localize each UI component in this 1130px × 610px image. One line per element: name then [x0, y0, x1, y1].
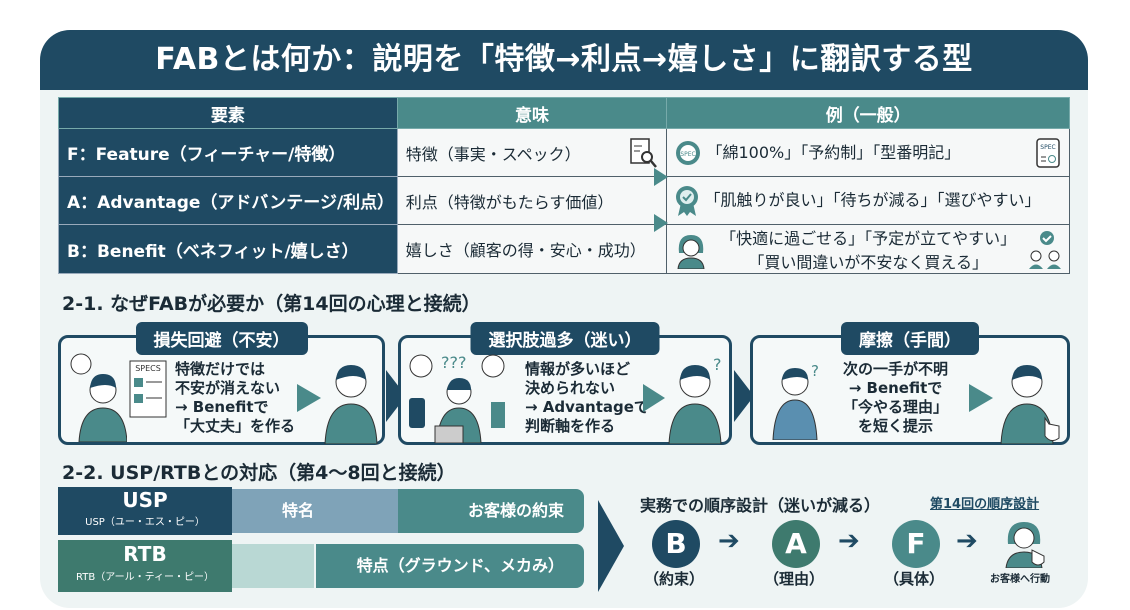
flow-arrow-1 — [654, 168, 668, 186]
usp-sub: USP（ユー・エス・ピー） — [85, 517, 205, 528]
relieved-person-icon — [324, 365, 378, 444]
woman-avatar-icon — [677, 235, 705, 269]
example-text-2: 「買い間違いが不安なく買える」 — [748, 253, 988, 272]
panel-loss-aversion: 損失回避（不安） SPECS 特徴だけでは不安が消えない→ Benefitで「大… — [58, 322, 385, 445]
usp-bar-1: 特名 — [232, 489, 398, 533]
svg-text:SPECS: SPECS — [135, 364, 161, 373]
table-row: B：Benefit（ベネフィット/嬉しさ） 嬉しさ（顧客の得・安心・成功） 「快… — [58, 224, 1070, 274]
panel-text: 特徴だけでは不安が消えない→ Benefitで「大丈夫」を作る — [175, 360, 296, 435]
row-example: SPEC 「綿100%」「予約制」「型番明記」 SPEC — [666, 128, 1070, 177]
rtb-label-block: RTB RTB（アール・ティー・ピー） — [58, 540, 232, 592]
step-f-circle: F — [892, 520, 940, 568]
svg-text:SPEC: SPEC — [681, 151, 696, 158]
meaning-text: 特徴（事実・スペック） — [405, 144, 581, 164]
svg-text:???: ??? — [441, 353, 466, 372]
usp-bar-2: お客様の約束 — [398, 489, 584, 533]
row-example: 「快適に過ごせる」「予定が立てやすい」 「買い間違いが不安なく買える」 — [666, 224, 1070, 274]
flow-link[interactable]: 第14回の順序設計 — [930, 497, 1040, 512]
document-search-icon — [630, 138, 658, 168]
arrow-icon — [969, 384, 993, 412]
header-example: 例（一般） — [666, 97, 1070, 129]
header-element: 要素 — [58, 97, 398, 129]
usp-label-block: USP USP（ユー・エス・ピー） — [58, 487, 232, 535]
section-heading-2-1: 2-1. なぜFABが必要か（第14回の心理と接続） — [62, 293, 481, 315]
svg-text:?: ? — [713, 356, 722, 374]
arrow-right-icon: ➔ — [838, 526, 860, 556]
row-example: 「肌触りが良い」「待ちが減る」「選びやすい」 — [666, 176, 1070, 225]
row-meaning: 特徴（事実・スペック） — [396, 128, 668, 177]
panel-title: 損失回避（不安） — [135, 322, 308, 355]
example-text: 「快適に過ごせる」「予定が立てやすい」 — [720, 229, 1017, 248]
rtb-bar-2: 特点（グラウンド、メカみ） — [316, 544, 584, 588]
table-header: 要素 意味 例（一般） — [58, 97, 1070, 129]
spec-sheet-icon: SPEC — [1036, 138, 1060, 168]
worried-person-icon — [70, 353, 127, 442]
step-b-circle: B — [652, 520, 700, 568]
row-element: A：Advantage（アドバンテージ/利点） — [58, 176, 398, 225]
svg-text:SPEC: SPEC — [1040, 144, 1055, 151]
panel-text: 次の一手が不明→ Benefitで「今やる理由」を短く提示 — [843, 360, 949, 435]
rtb-sub: RTB（アール・ティー・ピー） — [76, 572, 214, 583]
panel-arrow-2 — [734, 370, 754, 422]
panel-title: 摩擦（手間） — [841, 322, 979, 355]
example-text: 「肌触りが良い」「待ちが減る」「選びやすい」 — [704, 190, 1041, 209]
page-title: FABとは何か：説明を「特徴→利点→嬉しさ」に翻訳する型 — [40, 30, 1088, 90]
row-element: B：Benefit（ベネフィット/嬉しさ） — [58, 224, 398, 274]
arrow-icon — [643, 384, 665, 412]
table-row: F：Feature（フィーチャー/特徴） 特徴（事実・スペック） SPEC 「綿… — [58, 128, 1070, 177]
rtb-label: RTB — [123, 542, 167, 566]
fab-table: 要素 意味 例（一般） F：Feature（フィーチャー/特徴） 特徴（事実・ス… — [58, 97, 1070, 274]
spec-badge-icon: SPEC — [676, 141, 701, 166]
row-meaning: 嬉しさ（顧客の得・安心・成功） — [396, 224, 668, 274]
usp-label: USP — [122, 488, 168, 512]
big-arrow — [598, 500, 624, 592]
final-action-label: お客様へ行動 — [990, 574, 1050, 585]
example-text: 「綿100%」「予約制」「型番明記」 — [706, 142, 961, 162]
confused-shopper-icon: ??? — [409, 353, 505, 443]
flow-arrow-2 — [654, 214, 668, 232]
specs-sheet-icon: SPECS — [129, 360, 167, 418]
row-meaning: 利点（特徴がもたらす価値） — [396, 176, 668, 225]
svg-text:?: ? — [811, 362, 819, 380]
award-ribbon-icon — [676, 185, 699, 216]
header-meaning: 意味 — [396, 97, 668, 129]
arrow-right-icon: ➔ — [956, 526, 978, 556]
happy-customers-icon — [1029, 231, 1061, 269]
table-row: A：Advantage（アドバンテージ/利点） 利点（特徴がもたらす価値） 「肌… — [58, 176, 1070, 225]
section-heading-2-2: 2-2. USP/RTBとの対応（第4〜8回と接続） — [62, 462, 456, 484]
panel-choice-overload: 選択肢過多（迷い） ??? 情報が多いほど決められない→ Advantageで判… — [398, 322, 732, 445]
step-f-label: （具体） — [884, 570, 945, 588]
rtb-bar-1 — [232, 544, 314, 588]
thinking-person-icon: ? — [668, 356, 722, 444]
customer-action-icon — [1005, 522, 1045, 568]
arrow-right-icon: ➔ — [718, 526, 740, 556]
tapping-person-icon — [1000, 365, 1060, 444]
panel-title: 選択肢過多（迷い） — [470, 322, 660, 355]
panel-friction: 摩擦（手間） ? 次の一手が不明→ Benefitで「今やる理由」を短く提示 — [750, 322, 1070, 445]
step-b-label: （約束） — [644, 570, 705, 588]
step-a-label: （理由） — [764, 570, 825, 588]
flow-title: 実務での順序設計（迷いが減る） — [640, 496, 881, 515]
panel-text: 情報が多いほど決められない→ Advantageで判断軸を作る — [525, 360, 649, 435]
arrow-icon — [297, 384, 321, 412]
step-a-circle: A — [772, 520, 820, 568]
row-element: F：Feature（フィーチャー/特徴） — [58, 128, 398, 177]
unsure-person-icon: ? — [772, 362, 819, 440]
infographic-card: FABとは何か：説明を「特徴→利点→嬉しさ」に翻訳する型 要素 意味 例（一般）… — [40, 30, 1088, 608]
